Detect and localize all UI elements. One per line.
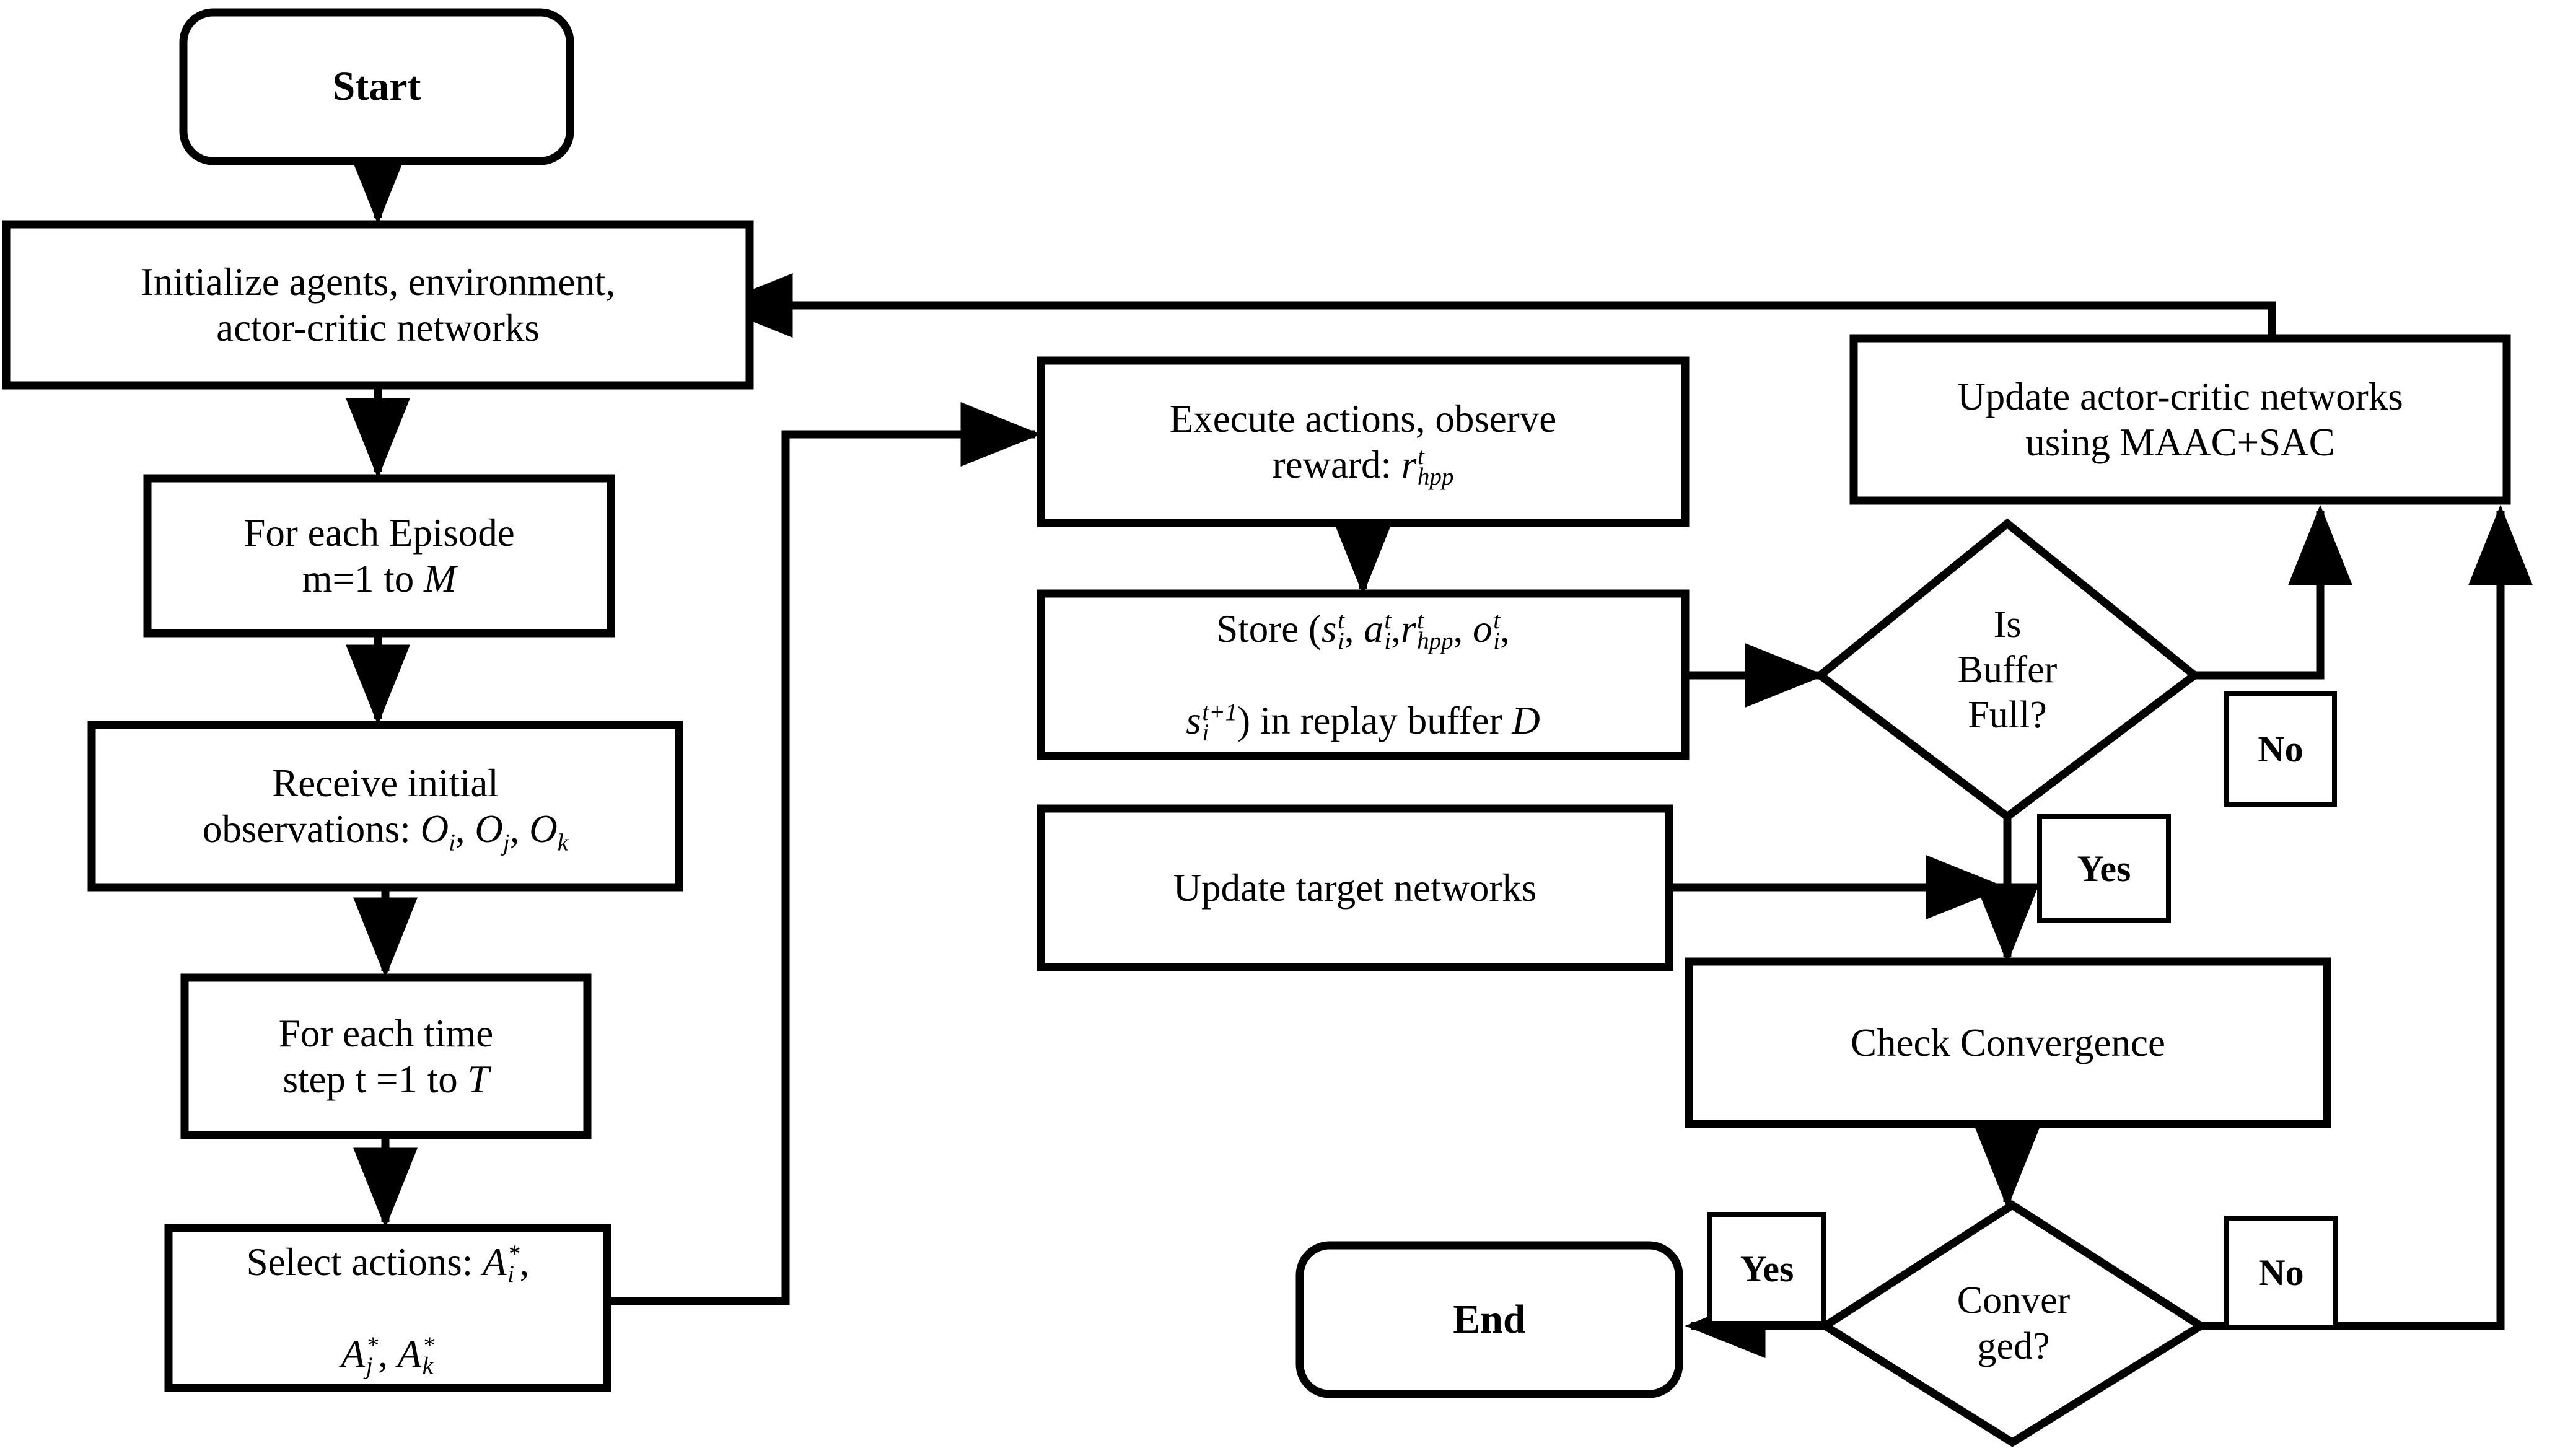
node-episode-shape[interactable] [143, 474, 615, 638]
edge-label-conv-yes-box [1707, 1212, 1826, 1326]
node-check-convergence-shape[interactable] [1685, 957, 2331, 1128]
node-end-shape[interactable] [1295, 1241, 1683, 1398]
node-converged-shape[interactable] [1817, 1200, 2209, 1447]
edge-select-execute [607, 402, 1041, 1305]
node-timestep-shape[interactable] [180, 973, 592, 1139]
node-update-ac-shape[interactable] [1849, 334, 2511, 505]
edge-update-ac-initialize [712, 273, 2276, 338]
edge-label-conv-no-box [2224, 1216, 2338, 1330]
edge-label-buffer-yes-box [2037, 814, 2171, 923]
edge-label-buffer-no-box [2224, 691, 2337, 807]
edge-buffer-no-update-ac [2194, 504, 2352, 680]
node-select-shape[interactable] [164, 1224, 611, 1392]
node-observations-shape[interactable] [87, 721, 683, 892]
node-execute-shape[interactable] [1037, 356, 1690, 527]
node-buffer-full-shape[interactable] [1813, 518, 2201, 822]
node-store-shape[interactable] [1037, 589, 1690, 760]
node-start-shape[interactable] [179, 8, 574, 165]
node-update-target-shape[interactable] [1037, 804, 1673, 971]
edge-converged-no-update-ac [2201, 504, 2533, 1330]
node-initialize-shape[interactable] [2, 220, 754, 390]
